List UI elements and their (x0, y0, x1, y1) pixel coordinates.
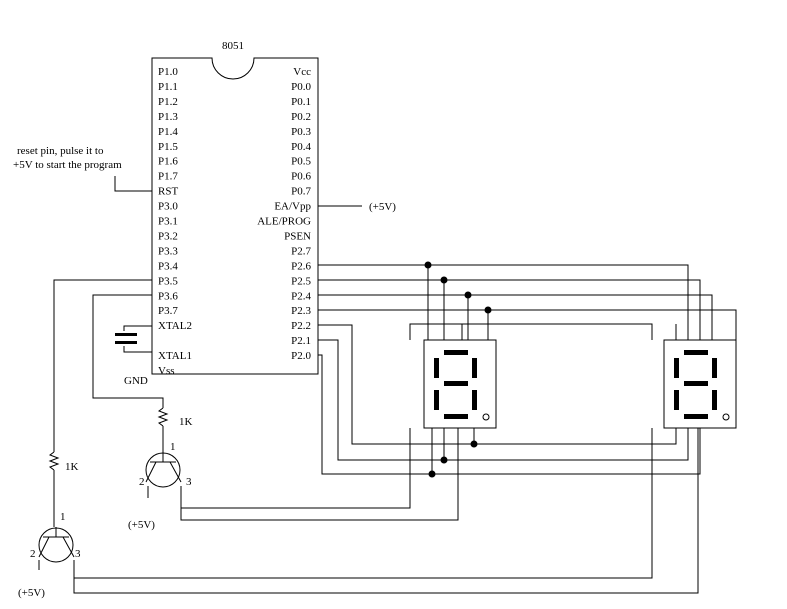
crystal (115, 325, 152, 353)
transistor-q2: 1K 1 2 3 (+5V) (18, 279, 699, 599)
resistor-q1-label: 1K (179, 416, 193, 428)
left-pin-p3-2: P3.2 (158, 230, 178, 242)
xtal2-wire (123, 325, 152, 331)
reset-wire (114, 176, 152, 192)
left-pin-p3-4: P3.4 (158, 260, 178, 272)
left-pin-p1-2: P1.2 (158, 96, 178, 108)
right-pin-p2-1: P2.1 (291, 335, 311, 347)
p2-bus-wires (318, 261, 737, 478)
left-pin-p1-1: P1.1 (158, 81, 178, 93)
left-pin-xtal1: XTAL1 (158, 350, 192, 362)
seven-segment-display-1 (423, 339, 497, 429)
left-pin-p1-3: P1.3 (158, 111, 178, 123)
left-pin-p1-4: P1.4 (158, 126, 178, 138)
right-pin-p2-3: P2.3 (291, 305, 311, 317)
seven-segment-display-2 (663, 339, 737, 429)
chip-name: 8051 (222, 40, 244, 52)
right-pin-ea-vpp: EA/Vpp (274, 201, 311, 213)
chip-outline (151, 57, 319, 375)
transistor-q1: 1K 1 2 3 (+5V) (92, 294, 459, 531)
right-pin-p0-4: P0.4 (291, 141, 311, 153)
wire-q2-collector (73, 428, 653, 579)
wire-p3-6 (92, 294, 164, 408)
right-pin-p0-6: P0.6 (291, 171, 311, 183)
q1-base-pin: 1 (170, 441, 176, 453)
q2-collector-pin: 3 (75, 548, 81, 560)
q1-supply-label: (+5V) (128, 519, 155, 531)
left-pin-p3-1: P3.1 (158, 216, 178, 228)
resistor-1k-q2 (48, 451, 60, 471)
right-pin-labels: VccP0.0P0.1P0.2P0.3P0.4P0.5P0.6P0.7EA/Vp… (257, 66, 311, 362)
crystal-plate-top (115, 333, 137, 336)
right-pin-ale-prog: ALE/PROG (257, 216, 311, 228)
q1-emitter-pin: 2 (139, 476, 145, 488)
q2-base-pin: 1 (60, 511, 66, 523)
right-pin-p0-2: P0.2 (291, 111, 311, 123)
gnd-label: GND (124, 375, 148, 387)
left-pin-p3-5: P3.5 (158, 275, 178, 287)
right-pin-vcc: Vcc (293, 66, 311, 78)
right-pin-p0-1: P0.1 (291, 96, 311, 108)
wire-p2-4 (318, 294, 713, 340)
left-pin-rst: RST (158, 186, 178, 198)
chip-8051: 8051 P1.0P1.1P1.2P1.3P1.4P1.5P1.6P1.7RST… (151, 40, 319, 377)
left-pin-xtal2: XTAL2 (158, 320, 192, 332)
junction-dots (424, 261, 492, 478)
reset-note-line1: reset pin, pulse it to (17, 145, 104, 157)
wire-p2-1 (318, 339, 689, 461)
wire-p2-6 (318, 264, 689, 340)
left-pin-p1-6: P1.6 (158, 156, 178, 168)
q2-emitter-pin: 2 (30, 548, 36, 560)
ea-supply-label: (+5V) (369, 201, 396, 213)
resistor-q2-label: 1K (65, 461, 79, 473)
right-pin-psen: PSEN (284, 230, 311, 242)
crystal-plate-bottom (115, 341, 137, 344)
right-pin-p2-6: P2.6 (291, 260, 311, 272)
wire-p2-2 (318, 324, 677, 445)
right-pin-p2-0: P2.0 (291, 350, 311, 362)
left-pin-p1-7: P1.7 (158, 171, 178, 183)
right-pin-p2-4: P2.4 (291, 290, 311, 302)
right-pin-p0-7: P0.7 (291, 186, 311, 198)
wire-p2-3 (318, 309, 737, 340)
left-pin-p1-5: P1.5 (158, 141, 178, 153)
left-pin-p3-0: P3.0 (158, 201, 178, 213)
resistor-1k-q1 (157, 407, 169, 427)
right-pin-p2-2: P2.2 (291, 320, 311, 332)
right-pin-p2-5: P2.5 (291, 275, 311, 287)
left-pin-p3-6: P3.6 (158, 290, 178, 302)
left-pin-vss: Vss (158, 365, 175, 377)
right-pin-p0-0: P0.0 (291, 81, 311, 93)
xtal1-wire (123, 346, 152, 353)
right-pin-p0-3: P0.3 (291, 126, 311, 138)
q2-supply-label: (+5V) (18, 587, 45, 599)
wire-p3-5 (53, 279, 152, 452)
q1-collector-pin: 3 (186, 476, 192, 488)
right-pin-p0-5: P0.5 (291, 156, 311, 168)
reset-annotation: reset pin, pulse it to +5V to start the … (13, 145, 152, 192)
right-pin-p2-7: P2.7 (291, 245, 311, 257)
left-pin-p3-7: P3.7 (158, 305, 178, 317)
wire-q1-collector (180, 428, 411, 509)
left-pin-p1-0: P1.0 (158, 66, 178, 78)
wire-p2-0 (318, 354, 701, 475)
reset-note-line2: +5V to start the program (13, 159, 122, 171)
left-pin-p3-3: P3.3 (158, 245, 178, 257)
